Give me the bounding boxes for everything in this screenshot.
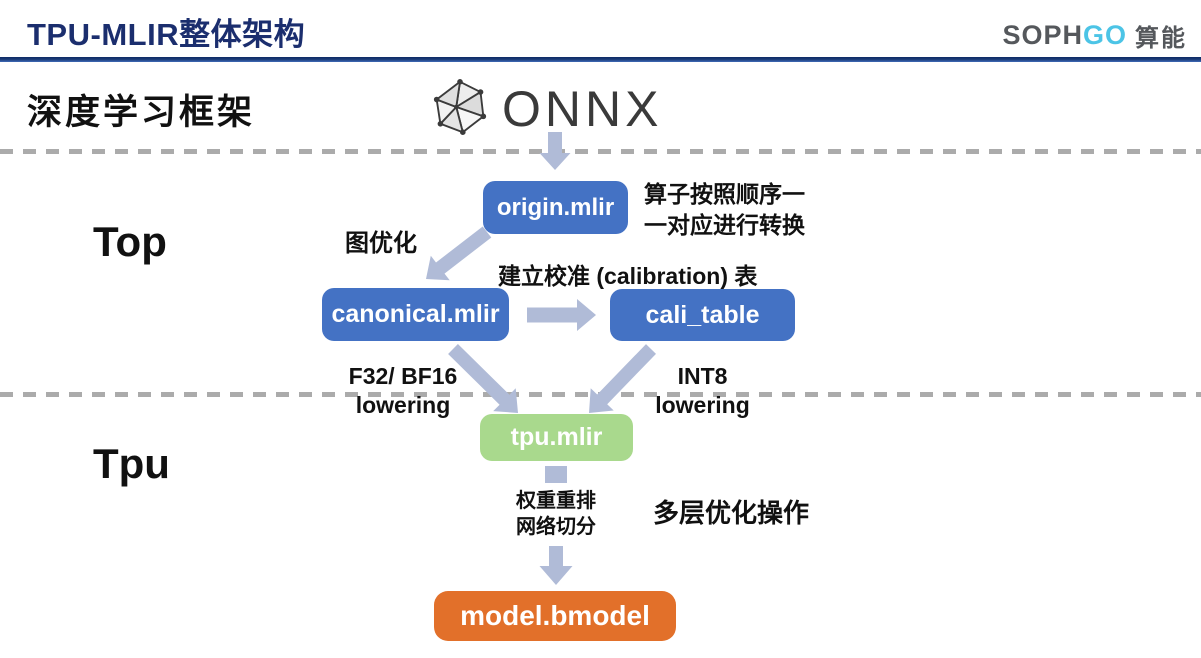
tpu-dialect-label: Tpu xyxy=(93,440,170,487)
top-dialect-label: Top xyxy=(93,218,167,265)
node-model-bmodel: model.bmodel xyxy=(434,591,676,641)
annotation-graph-optimization: 图优化 xyxy=(345,230,417,257)
annotation-calibration-table: 建立校准 (calibration) 表 xyxy=(498,263,758,289)
logo-text-soph-go: SOPHGO xyxy=(1002,20,1127,51)
annotation-int8-lowering: INT8 lowering xyxy=(655,363,750,418)
logo-soph: SOPH xyxy=(1002,20,1083,50)
framework-section-label: 深度学习框架 xyxy=(27,93,256,132)
logo-go: GO xyxy=(1082,20,1127,50)
arrow-canonical-to-cali xyxy=(527,299,596,331)
onnx-icon xyxy=(433,79,487,135)
arrow-stub-tpu-to-steps xyxy=(545,466,567,483)
node-cali-table: cali_table xyxy=(610,289,795,341)
annotation-multilayer-optimization: 多层优化操作 xyxy=(653,498,810,528)
onnx-label: ONNX xyxy=(502,81,663,137)
page-title: TPU-MLIR整体架构 xyxy=(27,17,306,52)
node-origin-mlir: origin.mlir xyxy=(483,181,628,234)
node-canonical-mlir: canonical.mlir xyxy=(322,288,509,341)
annotation-weight-reorder-steps: 权重重排 网络切分 ... xyxy=(516,490,596,564)
sophgo-logo: SOPHGO 算能 xyxy=(1002,18,1187,53)
node-tpu-mlir: tpu.mlir xyxy=(480,414,633,461)
logo-chinese-name: 算能 xyxy=(1135,25,1187,52)
arrow-origin-to-canonical xyxy=(426,226,492,281)
section-divider-top xyxy=(0,149,1201,154)
header-divider-line xyxy=(0,57,1201,62)
annotation-op-conversion: 算子按照顺序一 一对应进行转换 xyxy=(644,181,805,239)
section-divider-tpu xyxy=(0,392,1201,397)
annotation-f32-bf16-lowering: F32/ BF16 lowering xyxy=(348,363,458,418)
